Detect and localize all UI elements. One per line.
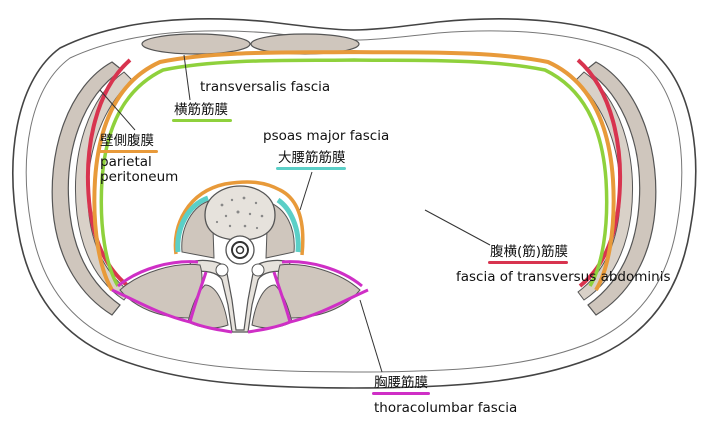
underline-transversalis (172, 119, 232, 122)
leader-transversus (424, 209, 491, 246)
internal-oblique-right (575, 71, 633, 301)
spinal-cord (231, 241, 249, 259)
vertebral-body (204, 185, 276, 241)
rectus-abdominis-left (141, 33, 251, 55)
label-transversalis-jp: 横筋筋膜 (174, 101, 228, 118)
external-oblique-right (584, 61, 657, 316)
leader-psoas (299, 171, 313, 211)
leader-thoracolumbar (359, 299, 383, 373)
underline-thoracolumbar (372, 392, 430, 395)
transversalis-fascia-line (99, 58, 609, 287)
facet-left (215, 263, 229, 277)
label-parietal-en-2: peritoneum (100, 169, 178, 185)
underline-parietal (98, 150, 158, 153)
label-thoracolumbar-en: thoracolumbar fascia (374, 400, 517, 416)
label-transversalis-en: transversalis fascia (200, 79, 330, 95)
facet-right (251, 263, 265, 277)
label-parietal-jp: 壁側腹膜 (100, 132, 154, 149)
label-transversus-en: fascia of transversus abdominis (456, 269, 670, 285)
parietal-peritoneum-line (92, 49, 616, 292)
psoas-fascia-outline (173, 180, 305, 256)
underline-psoas (276, 167, 346, 170)
label-psoas-jp: 大腰筋筋膜 (278, 149, 346, 166)
psoas-major-fascia-line (175, 195, 209, 253)
thoracolumbar-fascia-line (111, 260, 369, 334)
leader-parietal (99, 89, 136, 131)
underline-transversus (488, 261, 568, 264)
label-parietal-en-1: parietal (100, 154, 152, 170)
leader-transversalis (183, 54, 191, 101)
external-oblique-left (51, 61, 124, 316)
spinal-cord-center (235, 245, 245, 255)
label-psoas-en: psoas major fascia (263, 128, 389, 144)
cancellous-bone-dots (215, 196, 264, 230)
psoas-major-fascia-line-right (276, 197, 301, 253)
label-thoracolumbar-jp: 胸腰筋膜 (374, 374, 428, 391)
label-transversus-jp: 腹横(筋)筋膜 (490, 243, 568, 260)
